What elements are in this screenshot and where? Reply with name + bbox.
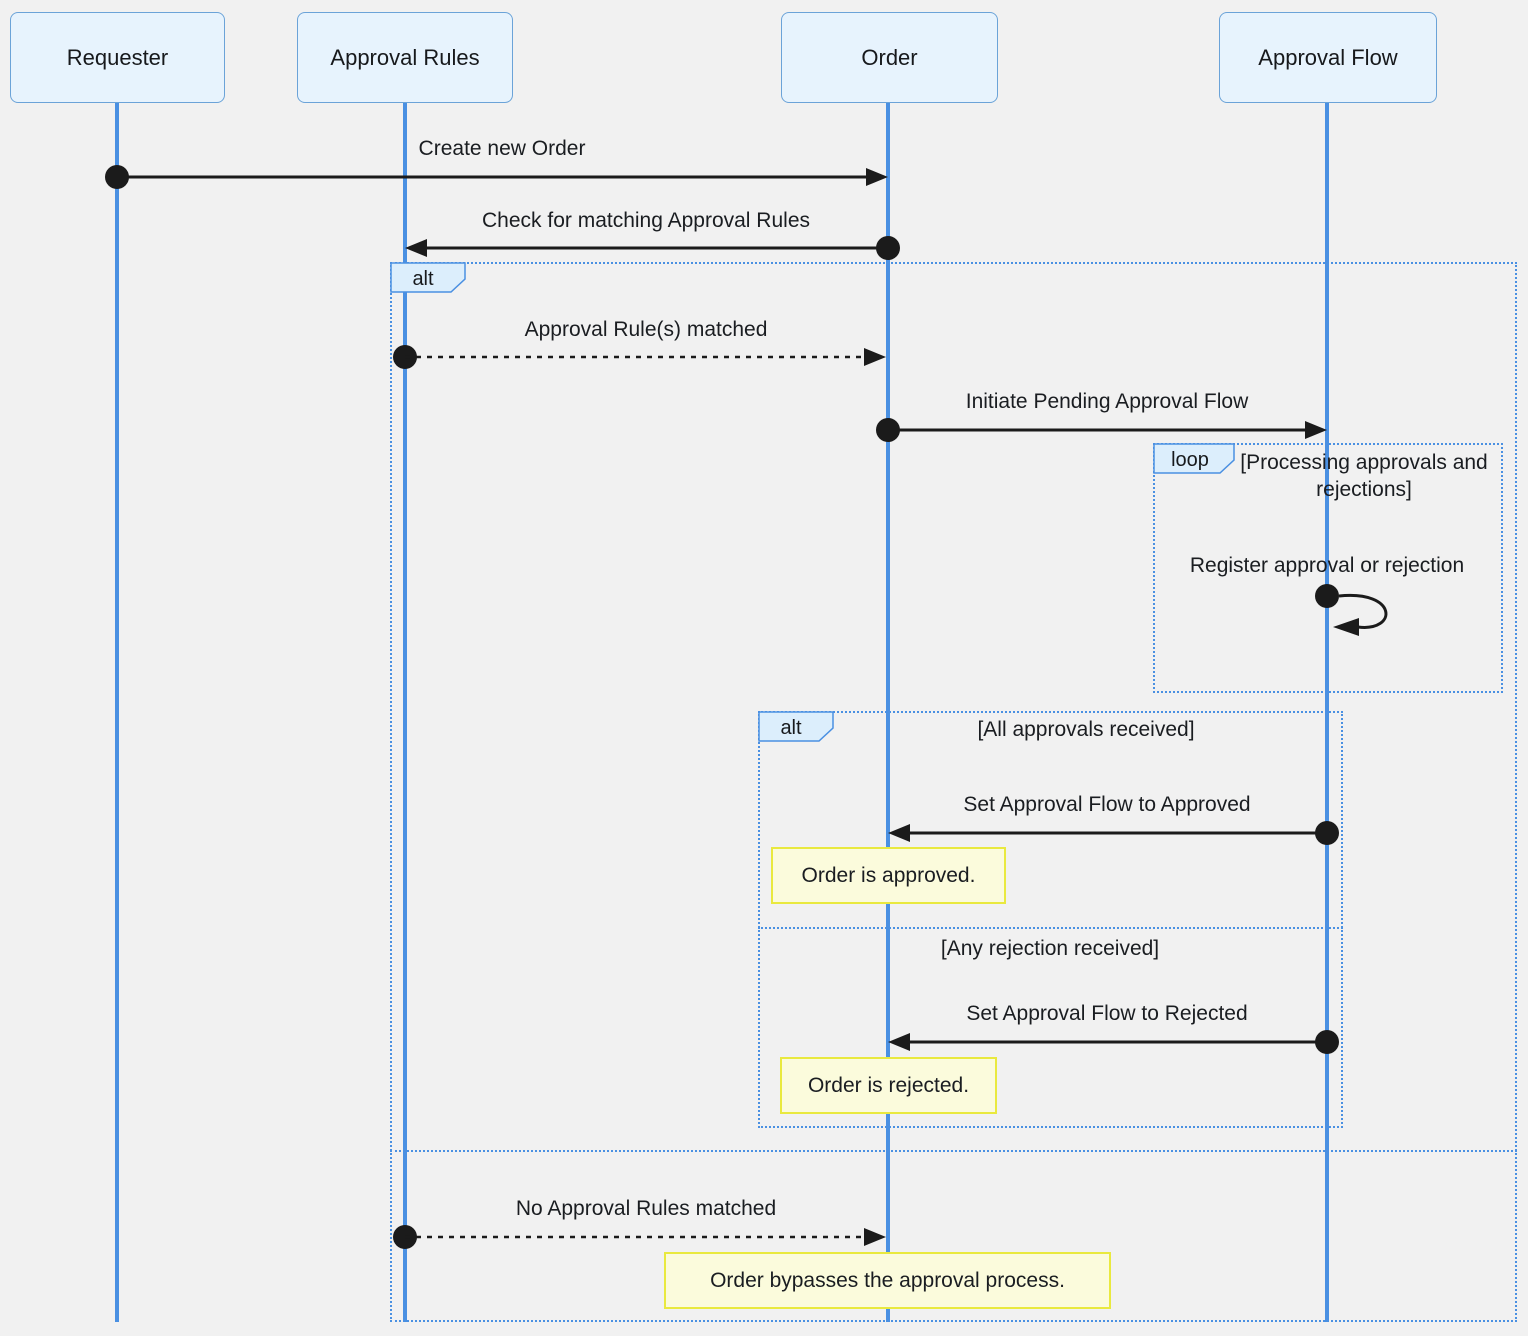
badge-shape bbox=[390, 262, 466, 293]
arrow-create-new-order bbox=[105, 165, 888, 189]
lifeline-approval-rules bbox=[403, 103, 407, 1322]
alt-condition-any-rejection: [Any rejection received] bbox=[940, 937, 1160, 960]
fragment-badge-loop: loop bbox=[1153, 443, 1235, 474]
note-order-bypasses: Order bypasses the approval process. bbox=[664, 1252, 1111, 1309]
fragment-alt-inner-divider bbox=[758, 927, 1343, 929]
badge-label: loop bbox=[1171, 449, 1209, 471]
arrow-check-matching-rules bbox=[405, 236, 900, 260]
participant-approval-flow: Approval Flow bbox=[1219, 12, 1437, 103]
badge-label: alt bbox=[412, 268, 434, 290]
badge-label: alt bbox=[780, 717, 802, 739]
message-label-rules-matched: Approval Rule(s) matched bbox=[524, 318, 768, 341]
badge-shape bbox=[1153, 443, 1235, 474]
fragment-badge-alt-outer: alt bbox=[390, 262, 466, 293]
fragment-alt-inner bbox=[758, 711, 1343, 1128]
message-label-set-approved: Set Approval Flow to Approved bbox=[963, 793, 1251, 816]
fragment-alt-outer bbox=[390, 262, 1517, 1322]
participant-requester: Requester bbox=[10, 12, 225, 103]
message-label-check-matching-rules: Check for matching Approval Rules bbox=[482, 209, 810, 232]
fragment-alt-outer-divider bbox=[390, 1150, 1517, 1152]
message-label-set-rejected: Set Approval Flow to Rejected bbox=[966, 1002, 1248, 1025]
note-order-rejected: Order is rejected. bbox=[780, 1057, 997, 1114]
fragment-loop bbox=[1153, 443, 1503, 693]
participant-order: Order bbox=[781, 12, 998, 103]
lifeline-requester bbox=[115, 103, 119, 1322]
message-label-initiate-flow: Initiate Pending Approval Flow bbox=[965, 390, 1249, 413]
loop-condition-label: [Processing approvals and rejections] bbox=[1240, 451, 1488, 501]
message-label-create-new-order: Create new Order bbox=[418, 137, 586, 160]
message-label-register-approval: Register approval or rejection bbox=[1189, 554, 1465, 577]
alt-condition-all-approvals: [All approvals received] bbox=[977, 718, 1195, 741]
note-order-approved: Order is approved. bbox=[771, 847, 1006, 904]
message-label-no-rules-matched: No Approval Rules matched bbox=[515, 1197, 777, 1220]
participant-approval-rules: Approval Rules bbox=[297, 12, 513, 103]
fragment-badge-alt-inner: alt bbox=[758, 711, 834, 742]
badge-shape bbox=[758, 711, 834, 742]
